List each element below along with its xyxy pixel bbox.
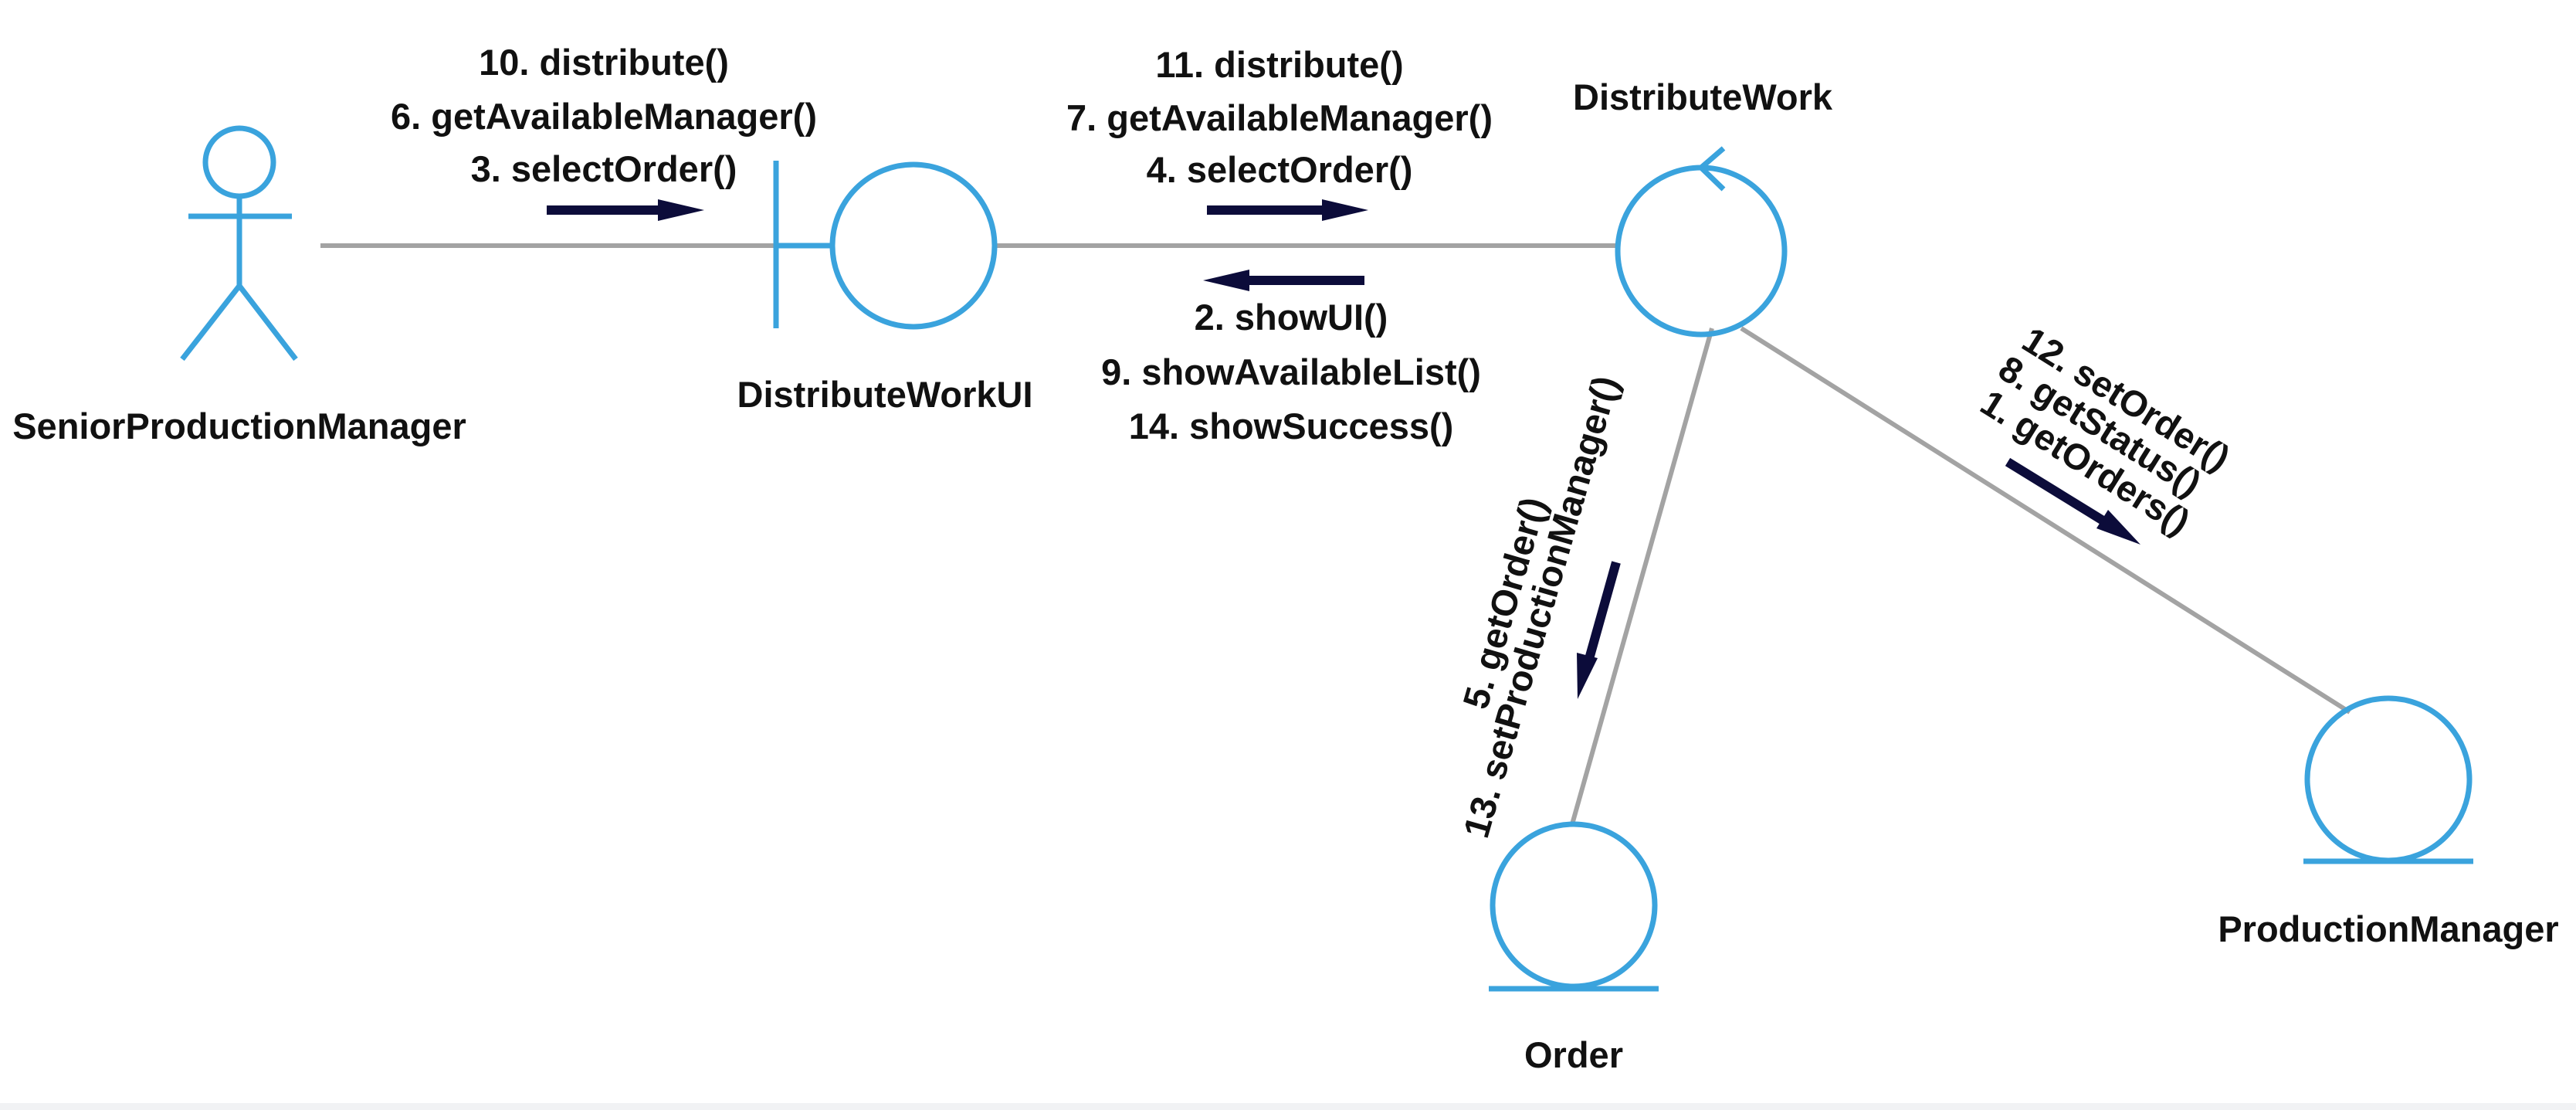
- message-group-control-to-ui: 2. showUI() 9. showAvailableList() 14. s…: [1101, 270, 1481, 446]
- boundary-label: DistributeWorkUI: [737, 374, 1033, 415]
- message-group-ui-to-control: 11. distribute() 7. getAvailableManager(…: [1066, 44, 1493, 221]
- message-label: 4. selectOrder(): [1147, 149, 1413, 190]
- actor-senior-production-manager[interactable]: SeniorProductionManager: [12, 125, 466, 446]
- links: [320, 243, 2351, 825]
- boundary-icon: [773, 161, 998, 330]
- message-label: 10. distribute(): [479, 42, 729, 83]
- order-label: Order: [1524, 1034, 1623, 1075]
- message-arrow-right: [1207, 199, 1368, 221]
- message-group-control-to-order: 5. getOrder() 13. setProductionManager(): [1455, 372, 1626, 843]
- message-label: 3. selectOrder(): [471, 148, 737, 189]
- link-control-pm: [1740, 326, 2351, 715]
- message-label: 9. showAvailableList(): [1101, 351, 1481, 392]
- link-control-order: [1570, 328, 1714, 825]
- entity-icon: [2303, 695, 2473, 864]
- message-label: 6. getAvailableManager(): [391, 96, 817, 137]
- entity-order[interactable]: Order: [1489, 821, 1659, 1075]
- message-arrow-down: [1577, 561, 1621, 699]
- boundary-distribute-work-ui[interactable]: DistributeWorkUI: [737, 161, 1033, 415]
- entity-production-manager[interactable]: ProductionManager: [2218, 695, 2559, 949]
- message-arrow-diagonal: [2005, 457, 2140, 545]
- message-label: 7. getAvailableManager(): [1066, 97, 1493, 138]
- message-arrow-right: [547, 199, 704, 221]
- control-label: DistributeWork: [1573, 76, 1833, 117]
- message-label: 11. distribute(): [1155, 44, 1403, 85]
- message-label: 14. showSuccess(): [1129, 406, 1454, 446]
- control-distribute-work[interactable]: DistributeWork: [1573, 76, 1833, 338]
- bottom-strip: [0, 1103, 2576, 1110]
- entity-icon: [1489, 821, 1659, 992]
- actor-icon: [180, 125, 298, 362]
- message-arrow-left: [1203, 270, 1364, 291]
- message-group-control-to-pm: 12. setOrder() 8. getStatus() 1. getOrde…: [1974, 319, 2237, 545]
- control-icon: [1615, 146, 1788, 338]
- message-label: 2. showUI(): [1195, 297, 1388, 338]
- actor-label: SeniorProductionManager: [12, 406, 466, 446]
- message-group-actor-to-ui: 10. distribute() 6. getAvailableManager(…: [391, 42, 817, 221]
- production-manager-label: ProductionManager: [2218, 908, 2558, 949]
